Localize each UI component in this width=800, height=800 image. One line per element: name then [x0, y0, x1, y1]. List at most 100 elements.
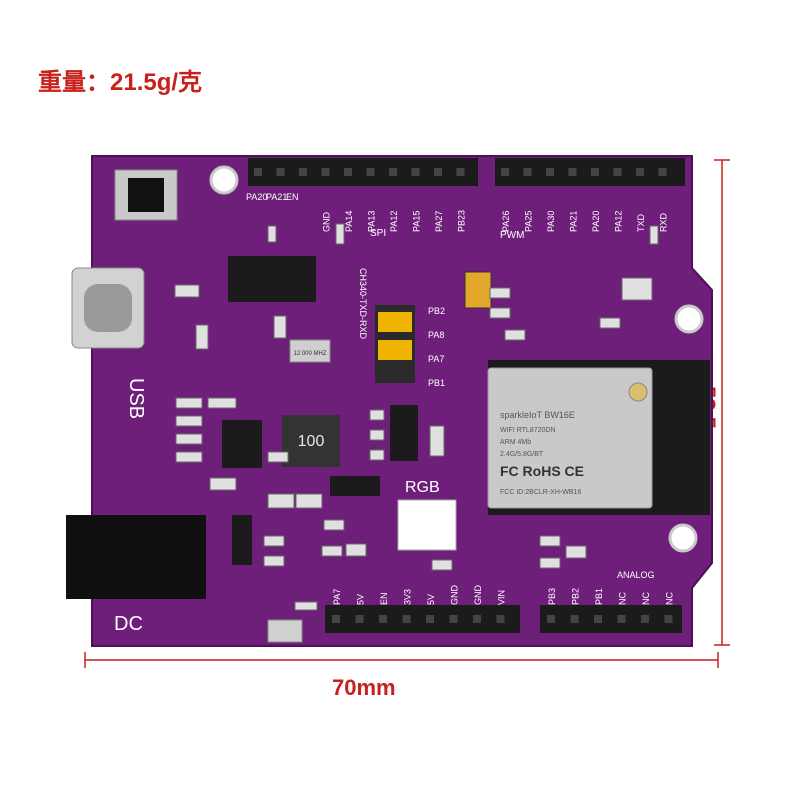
- crystal-label: 12.000 MHZ: [293, 351, 326, 357]
- bottom-pin-label: NC: [618, 592, 628, 605]
- smd-component: [323, 519, 345, 531]
- smd-component: [175, 451, 203, 463]
- smd-component: [175, 397, 203, 409]
- module-line: FC RoHS CE: [500, 463, 584, 479]
- header-pin: [658, 168, 667, 176]
- header-pin: [254, 168, 262, 176]
- header-pin: [344, 168, 352, 176]
- top-pin-label: PA25: [524, 211, 534, 232]
- smd-component: [539, 557, 561, 569]
- smd-component: [539, 535, 561, 547]
- usb-c-port: [84, 284, 132, 332]
- crystal: [289, 339, 331, 363]
- mounting-hole: [209, 165, 239, 195]
- top-pin-label: PA30: [546, 211, 556, 232]
- smd-component: [429, 425, 445, 457]
- weight-label: 重量：21.5g/克: [38, 69, 203, 96]
- top-pin-label: TXD: [636, 213, 646, 232]
- dc-label: DC: [114, 613, 143, 635]
- usb-label: USB: [125, 378, 147, 419]
- header-pin: [402, 615, 411, 623]
- smd-component: [431, 559, 453, 571]
- top-pin-label: PA15: [412, 211, 422, 232]
- bottom-right-header: [540, 605, 682, 633]
- smd-component: [267, 493, 295, 509]
- header-pin: [501, 168, 509, 176]
- smd-component: [267, 225, 277, 243]
- smd-component: [174, 284, 200, 298]
- mounting-hole: [668, 523, 698, 553]
- top-pin-label: PA27: [434, 211, 444, 232]
- smd-component: [504, 329, 526, 341]
- top-pin-label: PA26: [501, 211, 511, 232]
- top-pin-label: PA20: [246, 192, 267, 202]
- dc-jack: [66, 515, 206, 599]
- smd-component: [263, 555, 285, 567]
- jumper-label: PA7: [428, 354, 444, 364]
- smd-component: [345, 543, 367, 557]
- smd-component: [175, 415, 203, 427]
- bottom-pin-label: NC: [641, 592, 651, 605]
- top-pin-label: PA20: [591, 211, 601, 232]
- header-pin: [546, 168, 554, 176]
- reset-button-cap: [128, 178, 164, 212]
- smd-component: [195, 324, 209, 350]
- bottom-pin-label: 5V: [426, 594, 436, 605]
- top-pin-label: PA12: [389, 211, 399, 232]
- bw16e-module: [487, 367, 653, 509]
- header-pin: [434, 168, 442, 176]
- module-line: ARM 4Mb: [500, 439, 531, 446]
- jumper-label: PB1: [428, 378, 445, 388]
- bottom-left-header: [325, 605, 520, 633]
- smd-component: [489, 307, 511, 319]
- top-pin-label: PA21: [569, 211, 579, 232]
- smd-component: [207, 397, 237, 409]
- bottom-pin-label: GND: [473, 585, 483, 606]
- header-pin: [591, 168, 599, 176]
- smd-component: [369, 449, 385, 461]
- diode: [330, 476, 380, 496]
- smd-component: [335, 223, 345, 245]
- width-dimension-label: 70mm: [332, 675, 396, 700]
- smd-component: [175, 433, 203, 445]
- regulator-chip: [222, 420, 262, 468]
- top-pin-label: PA14: [344, 211, 354, 232]
- top-pin-label: PA21: [266, 192, 287, 202]
- inductor: [282, 415, 340, 467]
- header-pin: [389, 168, 397, 176]
- rgb-led: [397, 499, 457, 551]
- top-pin-label: EN: [286, 192, 299, 202]
- smd-component: [621, 277, 653, 301]
- bottom-pin-label: 3V3: [403, 589, 413, 605]
- bottom-pin-label: NC: [665, 592, 675, 605]
- smd-component: [295, 493, 323, 509]
- header-pin: [321, 168, 330, 176]
- header-pin: [332, 615, 340, 623]
- regulator-chip: [390, 405, 418, 461]
- header-pin: [523, 168, 532, 176]
- header-pin: [379, 615, 387, 623]
- smd-component: [489, 287, 511, 299]
- jumper-label: PB2: [428, 306, 445, 316]
- top-pin-label: PA13: [367, 211, 377, 232]
- smd-component: [294, 601, 318, 611]
- header-pin: [570, 615, 579, 623]
- top-pin-label: PB23: [457, 210, 467, 232]
- top-pin-label: PA12: [614, 211, 624, 232]
- tantalum-capacitor: [464, 271, 492, 309]
- module-line: WIFI RTL8720DN: [500, 427, 556, 434]
- chip-label: CH340-TXD-RXD: [358, 268, 368, 340]
- jumper-label: PA8: [428, 330, 444, 340]
- header-pin: [355, 615, 364, 623]
- diode: [232, 515, 252, 565]
- smd-component: [369, 409, 385, 421]
- header-pin: [636, 168, 644, 176]
- module-line: 2.4G/5.8G/BT: [500, 451, 544, 458]
- header-pin: [594, 615, 602, 623]
- header-pin: [366, 168, 375, 176]
- smd-component: [263, 535, 285, 547]
- bottom-pin-label: PA7: [332, 589, 342, 605]
- smd-component: [649, 225, 659, 245]
- smd-component: [321, 545, 343, 557]
- bottom-pin-label: 5V: [356, 594, 366, 605]
